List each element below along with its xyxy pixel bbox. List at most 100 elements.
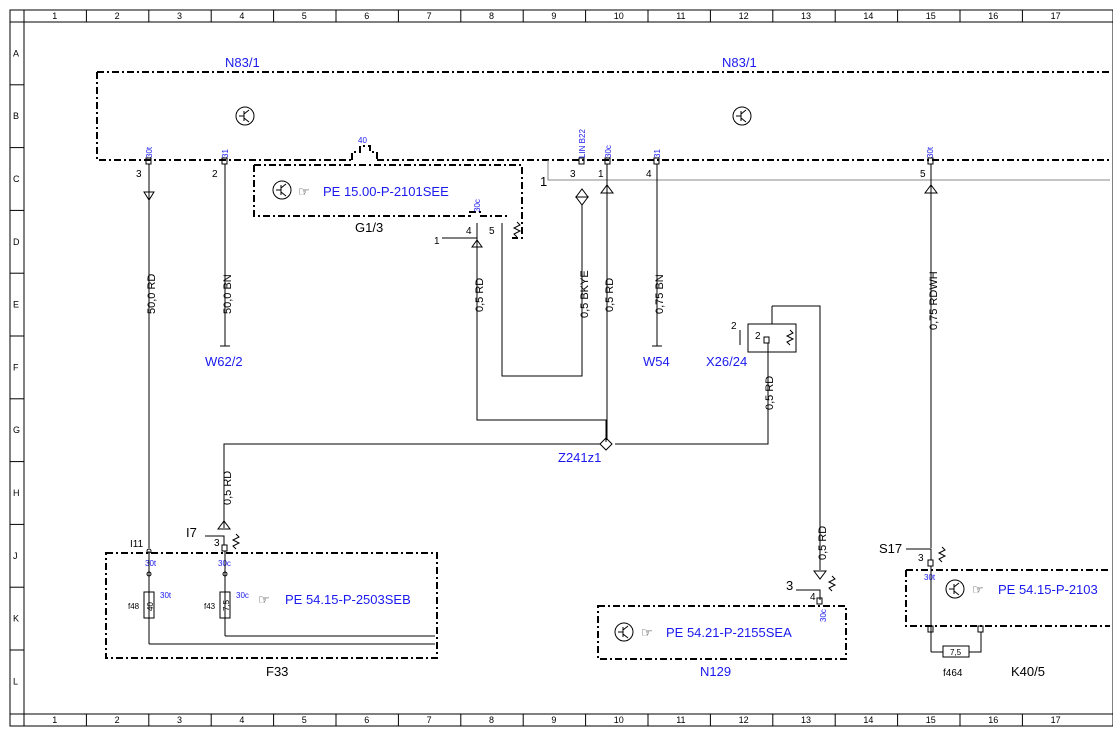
i11-label: I11 — [130, 539, 144, 550]
pin-label: 30c — [473, 199, 482, 212]
wire-label: 0,5 RD — [764, 376, 776, 410]
g13-reference-link[interactable]: PE 15.00-P-2101SEE — [323, 184, 449, 199]
column-number: 14 — [863, 715, 873, 725]
k405-reference-link[interactable]: PE 54.15-P-2103 — [998, 582, 1098, 597]
column-number: 15 — [926, 715, 936, 725]
pin-number: 1 — [434, 236, 440, 247]
column-number: 5 — [302, 715, 307, 725]
column-number: 9 — [551, 11, 556, 21]
column-number: 14 — [863, 11, 873, 21]
column-number: 7 — [427, 715, 432, 725]
hand-pointer-icon: ☞ — [258, 592, 270, 607]
column-number: 4 — [239, 715, 244, 725]
pin-label: LIN B22 — [578, 129, 587, 158]
pin-number: 2 — [731, 321, 737, 332]
column-number: 6 — [364, 715, 369, 725]
transistor-icon — [272, 180, 292, 200]
f33-label[interactable]: F33 — [266, 664, 288, 679]
row-letter: D — [13, 237, 20, 247]
row-letter: L — [13, 676, 18, 686]
pin-number: 5 — [489, 226, 495, 237]
column-number: 11 — [676, 715, 685, 725]
row-letter: E — [13, 300, 19, 310]
svg-text:☞: ☞ — [972, 582, 984, 597]
column-number: 15 — [926, 11, 936, 21]
column-number: 3 — [177, 715, 182, 725]
wire-label: 50,0 RD — [146, 274, 158, 314]
column-number: 6 — [364, 11, 369, 21]
column-number: 10 — [614, 715, 624, 725]
pin-number: 3 — [214, 538, 220, 549]
g13-box — [253, 164, 523, 239]
s17-label: S17 — [879, 541, 902, 556]
frame — [9, 9, 1113, 727]
column-number: 11 — [676, 11, 685, 21]
column-number: 12 — [739, 11, 749, 21]
pin-number: 3 — [136, 169, 142, 180]
pin-number: 3 — [918, 553, 924, 564]
column-number: 13 — [801, 11, 811, 21]
f33-reference-link[interactable]: PE 54.15-P-2503SEB — [285, 592, 411, 607]
row-letter: F — [13, 362, 19, 372]
wire-label: 0,5 RD — [604, 278, 616, 312]
column-number: 17 — [1051, 715, 1061, 725]
f33-box — [105, 552, 438, 659]
n83-label-left[interactable]: N83/1 — [225, 55, 260, 70]
column-number: 16 — [988, 11, 998, 21]
wire-label: 0,5 RD — [817, 526, 829, 560]
row-letter: A — [13, 48, 19, 58]
column-number: 12 — [739, 715, 749, 725]
pin-number: 3 — [570, 169, 576, 180]
x2624-label[interactable]: X26/24 — [706, 354, 747, 369]
w622-label[interactable]: W62/2 — [205, 354, 243, 369]
pin-number: 1 — [540, 174, 547, 189]
wire-label: 0,5 RD — [222, 471, 234, 505]
pin-number: 4 — [646, 169, 652, 180]
pin-label: 30t — [924, 573, 936, 582]
k405-label: K40/5 — [1011, 664, 1045, 679]
pin-label: 30t — [145, 146, 154, 158]
fuse-value: 7,5 — [222, 599, 231, 611]
hand-pointer-icon: ☞ — [972, 582, 984, 597]
column-scale: 1122334455667788991010111112121313141415… — [23, 10, 1061, 726]
column-number: 8 — [489, 715, 494, 725]
column-number: 1 — [52, 11, 57, 21]
svg-text:☞: ☞ — [641, 625, 653, 640]
hand-pointer-icon: ☞ — [641, 625, 653, 640]
column-number: 2 — [115, 715, 120, 725]
row-letter: K — [13, 614, 19, 624]
transistor-icon — [945, 579, 965, 599]
pin-label: 30t — [926, 146, 935, 158]
fuse-f48-label: f48 — [128, 602, 140, 611]
column-number: 8 — [489, 11, 494, 21]
w54-label[interactable]: W54 — [643, 354, 670, 369]
transistor-icon — [614, 622, 634, 642]
pin-label: 30c — [604, 145, 613, 158]
row-letter: B — [13, 111, 19, 121]
column-number: 3 — [177, 11, 182, 21]
wire-label: 0,75 RDWH — [928, 271, 940, 330]
fuse-f43-label: f43 — [204, 602, 216, 611]
n83-label-right[interactable]: N83/1 — [722, 55, 757, 70]
fuse-value: 7,5 — [950, 648, 962, 657]
pin-number: 2 — [755, 331, 761, 342]
transistor-icon — [235, 106, 255, 126]
row-letter: G — [13, 425, 20, 435]
n83-box — [96, 71, 1110, 161]
pin-label: 31 — [653, 149, 662, 158]
z241-label[interactable]: Z241z1 — [558, 450, 601, 465]
k405-box — [905, 569, 1110, 627]
column-number: 16 — [988, 715, 998, 725]
pin-label: 31 — [221, 149, 230, 158]
hand-pointer-icon: ☞ — [298, 184, 310, 199]
column-number: 2 — [115, 11, 120, 21]
pin-label: 30c — [819, 609, 828, 622]
pin-label: 30t — [145, 559, 157, 568]
pin-label: 30c — [218, 559, 231, 568]
n129-reference-link[interactable]: PE 54.21-P-2155SEA — [666, 625, 792, 640]
g13-label[interactable]: G1/3 — [355, 220, 383, 235]
row-letter: C — [13, 174, 20, 184]
n129-label[interactable]: N129 — [700, 664, 731, 679]
